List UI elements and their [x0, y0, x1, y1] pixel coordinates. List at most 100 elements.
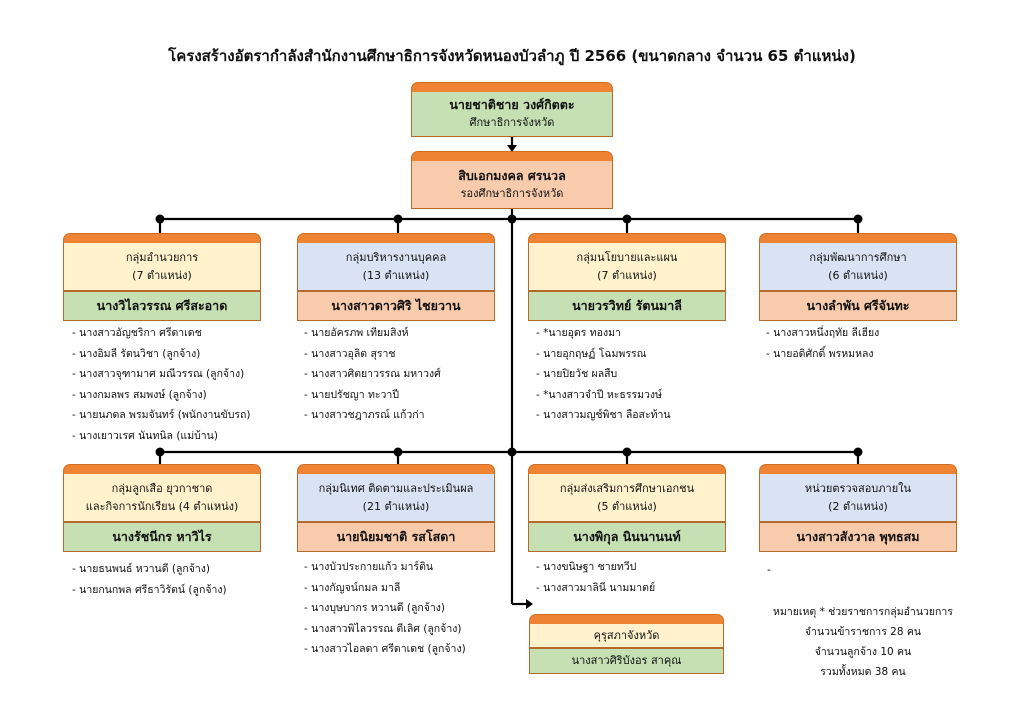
- group-head: นายวรวิทย์ รัตนมาลี: [528, 291, 726, 321]
- group-title: หน่วยตรวจสอบภายใน: [804, 481, 912, 495]
- council-head-name: นางสาวศิริบังอร สาคุณ: [571, 654, 682, 667]
- group-header: กลุ่มนโยบายและแผน (7 ตำแหน่ง): [528, 243, 726, 291]
- list-item: นางสาวอุลิต สุราช: [304, 344, 441, 365]
- list-item: นางสาวอัญชริกา ศรีดาเดช: [72, 323, 250, 344]
- list-item: นางสาวพิไลวรรณ ตีเลิศ (ลูกจ้าง): [304, 619, 466, 640]
- council-title-section: คุรุสภาจังหวัด: [529, 624, 724, 648]
- member-list-development: นางสาวหนึ่งฤทัย ลีเฮียง นายอดิศักดิ์ พรห…: [766, 323, 879, 364]
- group-header: หน่วยตรวจสอบภายใน (2 ตำแหน่ง): [759, 474, 957, 522]
- group-head-name: นางวิไลวรรณ ศรีสะอาด: [96, 298, 228, 313]
- note-line: จำนวนลูกจ้าง 10 คน: [814, 646, 912, 658]
- footnote: หมายเหตุ * ช่วยราชการกลุ่มอำนวยการ จำนวน…: [768, 602, 958, 682]
- group-head: นางรัชนีกร หาวิไร: [63, 522, 261, 552]
- group-title-line2: และกิจการนักเรียน (4 ตำแหน่ง): [85, 499, 239, 513]
- group-title: กลุ่มลูกเสือ ยุวกาชาด: [111, 481, 213, 495]
- list-item: นางกัญจน์กมล มาลี: [304, 578, 466, 599]
- list-item: นายปิยวัช ผลสืบ: [536, 364, 671, 385]
- group-count: (5 ตำแหน่ง): [597, 499, 657, 513]
- group-internal-audit: หน่วยตรวจสอบภายใน (2 ตำแหน่ง) นางสาวสังว…: [759, 464, 957, 552]
- note-line: หมายเหตุ * ช่วยราชการกลุ่มอำนวยการ: [773, 606, 953, 618]
- group-count: (13 ตำแหน่ง): [362, 268, 430, 282]
- group-title: กลุ่มบริหารงานบุคคล: [345, 250, 447, 264]
- list-item: นางสาวศิตยาวรรณ มหาวงศ์: [304, 364, 441, 385]
- group-head: นางสาวดาวศิริ ไชยวาน: [297, 291, 495, 321]
- group-head: นายนิยมชาติ รสโสดา: [297, 522, 495, 552]
- group-scouts: กลุ่มลูกเสือ ยุวกาชาด และกิจการนักเรียน …: [63, 464, 261, 552]
- group-head: นางสาวสังวาล พุทธสม: [759, 522, 957, 552]
- list-item: นางสาวมญช์พิชา ลือสะท้าน: [536, 405, 670, 426]
- box-tab: [297, 464, 495, 474]
- box-tab: [411, 82, 613, 92]
- deputy-box: สิบเอกมงคล ศรนวล รองศึกษาธิการจังหวัด: [411, 151, 613, 209]
- group-title: กลุ่มนิเทศ ติดตามและประเมินผล: [318, 481, 474, 495]
- list-item: นางสาวไอลดา ศรีดาเดช (ลูกจ้าง): [304, 639, 466, 660]
- group-header: กลุ่มบริหารงานบุคคล (13 ตำแหน่ง): [297, 243, 495, 291]
- group-head-name: นางพิกุล นินนานนท์: [573, 529, 681, 544]
- list-item: นางเยาวเรศ นันทนิล (แม่บ้าน): [72, 426, 250, 447]
- page-title: โครงสร้างอัตรากำลังสำนักงานศึกษาธิการจัง…: [168, 47, 856, 65]
- list-item: นายอัครภพ เทียมสิงห์: [304, 323, 441, 344]
- note-line: จำนวนข้าราชการ 28 คน: [804, 626, 922, 638]
- box-tab: [759, 233, 957, 243]
- list-item: นายอดิศักดิ์ พรหมหลง: [766, 344, 879, 365]
- group-count: (7 ตำแหน่ง): [597, 268, 657, 282]
- box-tab: [528, 464, 726, 474]
- group-count: (6 ตำแหน่ง): [828, 268, 888, 282]
- council-head: นางสาวศิริบังอร สาคุณ: [529, 648, 724, 674]
- list-item: นางกมลพร สมพงษ์ (ลูกจ้าง): [72, 385, 250, 406]
- group-development: กลุ่มพัฒนาการศึกษา (6 ตำแหน่ง) นางลำพัน …: [759, 233, 957, 321]
- list-item: นางสาวจุฑามาศ มณีวรรณ (ลูกจ้าง): [72, 364, 250, 385]
- group-head: นางลำพัน ศรีจันทะ: [759, 291, 957, 321]
- box-tab: [759, 464, 957, 474]
- group-header: กลุ่มนิเทศ ติดตามและประเมินผล (21 ตำแหน่…: [297, 474, 495, 522]
- list-item: นายธนพนธ์ หวานดี (ลูกจ้าง): [72, 559, 227, 580]
- director-name: นายชาติชาย วงศ์กิตตะ: [449, 97, 575, 112]
- group-count: (21 ตำแหน่ง): [362, 499, 430, 513]
- group-title: กลุ่มอำนวยการ: [125, 250, 199, 264]
- list-item: *นายอุดร ทองมา: [536, 323, 671, 344]
- box-tab: [529, 614, 724, 624]
- list-item: นางขนิษฐา ชายทวีป: [536, 557, 655, 578]
- member-list-private-education: นางขนิษฐา ชายทวีป นางสาวมาลินี นามมาตย์: [536, 557, 655, 598]
- group-head-name: นางลำพัน ศรีจันทะ: [806, 298, 910, 313]
- member-list-supervision: นางบัวประกายแก้ว มาร์ติน นางกัญจน์กมล มา…: [304, 557, 466, 660]
- member-list-scouts: นายธนพนธ์ หวานดี (ลูกจ้าง) นายกนกพล ศรีธ…: [72, 559, 227, 601]
- group-head-name: นายนิยมชาติ รสโสดา: [336, 529, 456, 544]
- box-tab: [63, 464, 261, 474]
- deputy-section: สิบเอกมงคล ศรนวล รองศึกษาธิการจังหวัด: [411, 161, 613, 209]
- group-admin: กลุ่มอำนวยการ (7 ตำแหน่ง) นางวิไลวรรณ ศร…: [63, 233, 261, 321]
- member-list-admin: นางสาวอัญชริกา ศรีดาเดช นางอิมลี รัตนวิช…: [72, 323, 250, 446]
- group-private-education: กลุ่มส่งเสริมการศึกษาเอกชน (5 ตำแหน่ง) น…: [528, 464, 726, 552]
- director-box: นายชาติชาย วงศ์กิตตะ ศึกษาธิการจังหวัด: [411, 82, 613, 137]
- box-tab: [528, 233, 726, 243]
- group-supervision: กลุ่มนิเทศ ติดตามและประเมินผล (21 ตำแหน่…: [297, 464, 495, 552]
- member-list-policy: *นายอุดร ทองมา นายอุกฤษฏ์ โฉมพรรณ นายปิย…: [536, 323, 671, 426]
- group-header: กลุ่มส่งเสริมการศึกษาเอกชน (5 ตำแหน่ง): [528, 474, 726, 522]
- group-count: (7 ตำแหน่ง): [132, 268, 192, 282]
- list-item: นางสาวหนึ่งฤทัย ลีเฮียง: [766, 323, 879, 344]
- list-item: นายปรัชญา ทะวาปี: [304, 385, 441, 406]
- list-item: นางบัวประกายแก้ว มาร์ติน: [304, 557, 466, 578]
- box-tab: [297, 233, 495, 243]
- group-header: กลุ่มพัฒนาการศึกษา (6 ตำแหน่ง): [759, 243, 957, 291]
- deputy-role: รองศึกษาธิการจังหวัด: [460, 186, 564, 200]
- list-item: นายอุกฤษฏ์ โฉมพรรณ: [536, 344, 671, 365]
- director-role: ศึกษาธิการจังหวัด: [469, 116, 555, 129]
- council-box: คุรุสภาจังหวัด นางสาวศิริบังอร สาคุณ: [529, 614, 724, 674]
- group-personnel: กลุ่มบริหารงานบุคคล (13 ตำแหน่ง) นางสาวด…: [297, 233, 495, 321]
- group-count: (2 ตำแหน่ง): [828, 499, 888, 513]
- group-head-name: นางสาวสังวาล พุทธสม: [796, 529, 920, 544]
- list-item: นายนภดล พรมจันทร์ (พนักงานขับรถ): [72, 405, 250, 426]
- list-item: นายกนกพล ศรีธาวิรัตน์ (ลูกจ้าง): [72, 580, 226, 601]
- group-head-name: นายวรวิทย์ รัตนมาลี: [572, 298, 682, 313]
- box-tab: [63, 233, 261, 243]
- council-title: คุรุสภาจังหวัด: [593, 628, 660, 642]
- group-header: กลุ่มลูกเสือ ยุวกาชาด และกิจการนักเรียน …: [63, 474, 261, 522]
- group-title: กลุ่มนโยบายและแผน: [576, 250, 678, 264]
- list-item: นางอิมลี รัตนวิชา (ลูกจ้าง): [72, 344, 250, 365]
- group-header: กลุ่มอำนวยการ (7 ตำแหน่ง): [63, 243, 261, 291]
- group-head: นางวิไลวรรณ ศรีสะอาด: [63, 291, 261, 321]
- group-title: กลุ่มพัฒนาการศึกษา: [809, 250, 907, 264]
- box-tab: [411, 151, 613, 161]
